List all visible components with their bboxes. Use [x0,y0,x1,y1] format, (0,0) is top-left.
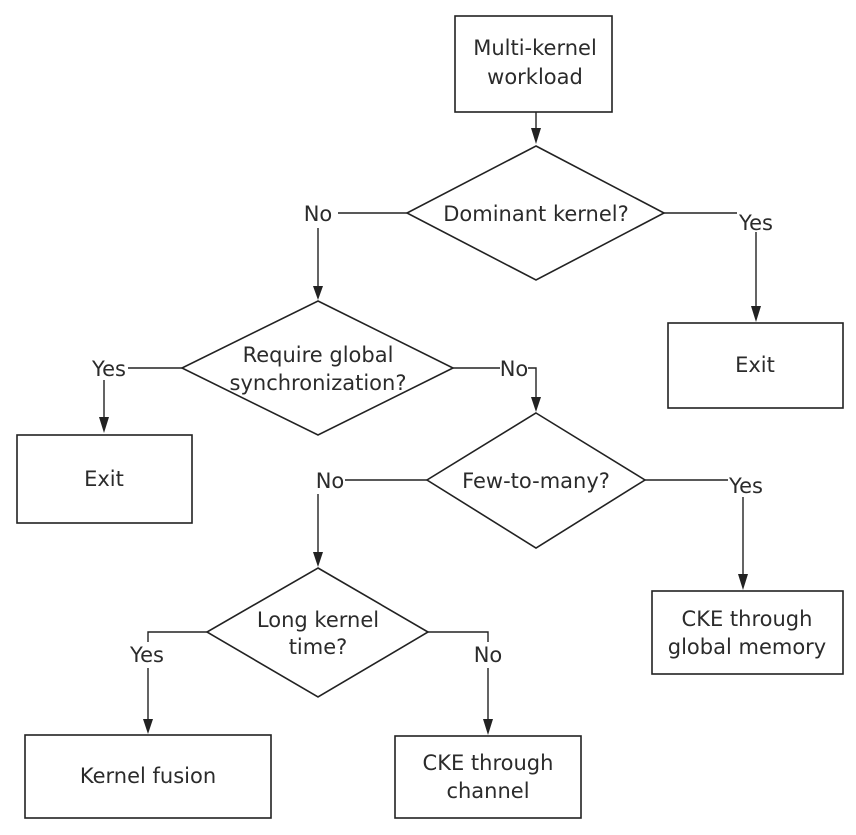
edge-long-yes [147,631,207,642]
node-few-to-many: Few-to-many? [425,412,647,549]
node-dominant-kernel: Dominant kernel? [405,145,666,281]
node-exit-right: Exit [667,322,844,409]
node-exit-right-line1: Exit [735,353,775,377]
edge-label-sync-no: No [500,357,529,381]
node-long-kernel-line2: time? [289,635,348,659]
arrowhead-cke-channel [483,719,493,735]
edge-label-long-no: No [474,643,503,667]
node-sync-line1: Require global [243,343,394,367]
edge-sync-no-down [528,367,537,400]
arrowhead-sync [313,286,323,300]
node-require-sync: Require global synchronization? [180,300,455,436]
node-long-kernel-line1: Long kernel [257,608,379,632]
arrowhead-dominant [531,128,541,144]
arrowhead-long-kernel [313,552,323,567]
node-dominant-line1: Dominant kernel? [443,202,629,226]
node-long-kernel-time: Long kernel time? [205,567,430,698]
edge-label-dominant-yes: Yes [738,211,773,235]
arrowhead-cke-global [738,574,748,590]
node-cke-global-memory: CKE through global memory [651,590,844,675]
node-cke-channel-line1: CKE through [423,751,554,775]
edge-label-sync-yes: Yes [91,357,126,381]
edge-long-no [428,631,489,642]
node-exit-left: Exit [16,434,193,524]
arrowhead-few-to-many [531,397,541,412]
node-sync-line2: synchronization? [230,371,407,395]
edge-label-dominant-no: No [304,202,333,226]
arrowhead-fusion [143,719,153,734]
node-kernel-fusion: Kernel fusion [24,734,272,819]
node-fusion-line1: Kernel fusion [80,764,216,788]
edge-label-few-no: No [316,469,345,493]
node-cke-channel-line2: channel [446,779,529,803]
edge-label-few-yes: Yes [728,474,763,498]
node-cke-global-line1: CKE through [682,607,813,631]
node-start: Multi-kernel workload [454,15,613,113]
edge-label-long-yes: Yes [129,643,164,667]
node-cke-channel: CKE through channel [394,735,582,819]
node-exit-left-line1: Exit [84,467,124,491]
node-start-line1: Multi-kernel [473,36,597,60]
arrowhead-exit-right [751,306,761,322]
node-start-line2: workload [487,65,583,89]
arrowhead-exit-left [99,417,109,433]
node-few-to-many-line1: Few-to-many? [462,469,610,493]
node-cke-global-line2: global memory [668,635,826,659]
